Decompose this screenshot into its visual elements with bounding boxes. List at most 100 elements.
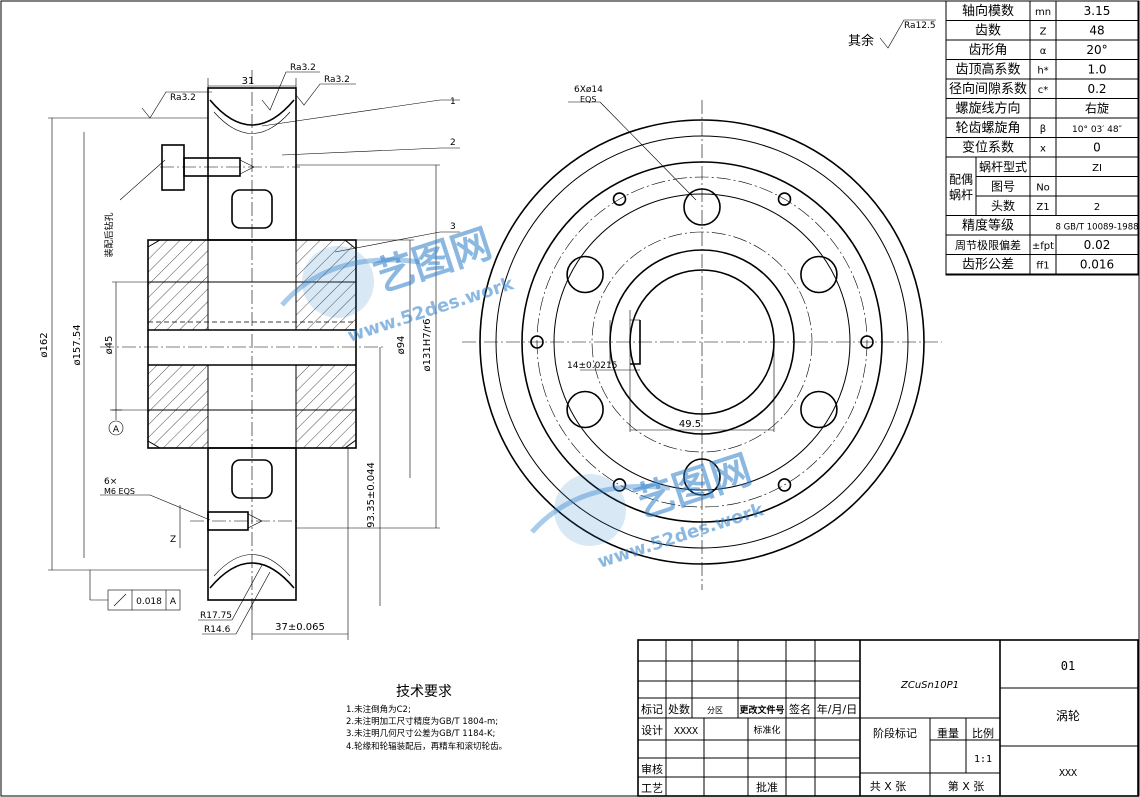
remaining-label: 其余: [848, 33, 874, 49]
param-value: 48: [1089, 24, 1104, 38]
tb-process: 工艺: [641, 782, 663, 795]
tail-symbol: ±fpt: [1032, 241, 1054, 252]
param-label: 齿形角: [968, 43, 1007, 58]
param-value: 10° 03′ 48″: [1072, 125, 1123, 135]
mating-group-label-1: 配偶: [949, 172, 973, 186]
z-mark: Z: [170, 535, 176, 545]
tail-label: 周节极限偏差: [955, 238, 1021, 252]
holes-eqs: EQS: [580, 95, 596, 104]
dim-keyway-14: 14±0.0215: [567, 361, 617, 371]
param-value: 0.2: [1087, 82, 1106, 96]
param-symbol: x: [1040, 144, 1046, 155]
tech-item-2: 2.未注明加工尺寸精度为GB/T 1804-m;: [346, 716, 498, 727]
dim-d-131: ø131H7/r6: [422, 319, 433, 372]
datum-a: A: [113, 425, 120, 435]
tail-label: 精度等级: [962, 218, 1014, 234]
tech-title: 技术要求: [396, 684, 452, 700]
param-symbol: Z: [1040, 27, 1047, 38]
mating-value: ZI: [1092, 163, 1102, 174]
param-label: 螺旋线方向: [955, 101, 1020, 117]
tb-zone: 分区: [707, 706, 723, 715]
side-note: 装配后钻孔: [103, 212, 115, 257]
threaded-hole: [530, 335, 544, 349]
tb-ratio: 比例: [972, 726, 994, 740]
tb-scale: 1:1: [974, 754, 992, 765]
tb-standard: 标准化: [753, 724, 780, 736]
param-symbol: α: [1040, 46, 1047, 57]
dim-d-94: ø94: [396, 336, 407, 355]
lightening-hole: [800, 255, 838, 294]
param-label: 轴向模数: [962, 3, 1014, 19]
mating-value: 2: [1094, 202, 1100, 213]
param-label: 轮齿螺旋角: [955, 121, 1020, 136]
mating-symbol: No: [1036, 183, 1050, 194]
tb-review: 审核: [641, 762, 663, 776]
mating-label: 蜗杆型式: [979, 159, 1027, 174]
dim-od-162: ø162: [39, 332, 50, 357]
tb-weight: 重量: [937, 726, 959, 740]
tb-part-name: 涡轮: [1056, 709, 1080, 723]
tb-company: XXX: [1059, 768, 1077, 779]
tail-label: 齿形公差: [962, 258, 1014, 273]
leader-2: 2: [450, 138, 456, 148]
param-symbol: mn: [1035, 7, 1051, 18]
dim-keyway-495: 49.5: [679, 419, 701, 430]
param-label: 径向间隙系数: [949, 81, 1027, 97]
tb-approve: 批准: [756, 780, 778, 794]
param-symbol: β: [1040, 124, 1046, 135]
tech-item-1: 1.未注倒角为C2;: [346, 704, 411, 715]
tb-mark: 标记: [641, 702, 663, 716]
leader-3: 3: [450, 222, 456, 232]
ra-left: Ra3.2: [170, 93, 196, 103]
tb-count: 处数: [668, 703, 690, 716]
holes-label: 6Xø14: [574, 85, 603, 95]
tolerance-datum: A: [170, 597, 177, 607]
dim-bottom-37: 37±0.065: [275, 622, 325, 633]
tail-value: 0.02: [1084, 238, 1111, 252]
param-value: 1.0: [1087, 63, 1106, 77]
tb-sheet: 第 X 张: [948, 779, 985, 793]
lightening-hole: [566, 255, 604, 294]
dim-r146: R14.6: [204, 625, 231, 635]
param-value: 右旋: [1085, 101, 1109, 116]
lightening-hole: [683, 458, 721, 496]
tb-change-doc: 更改文件号: [739, 704, 784, 716]
tech-item-3: 3.未注明几何尺寸公差为GB/T 1184-K;: [346, 728, 495, 739]
tb-stage: 阶段标记: [873, 726, 917, 740]
tech-requirements: 技术要求 1.未注倒角为C2; 2.未注明加工尺寸精度为GB/T 1804-m;…: [346, 684, 507, 752]
tech-item-4: 4.轮缘和轮辐装配后，再精车和滚切轮齿。: [346, 741, 507, 752]
param-symbol: h*: [1037, 66, 1048, 77]
dim-r1775: R17.75: [200, 611, 232, 621]
section-view: [100, 70, 385, 610]
dim-d-9335: 93.35±0.044: [366, 462, 377, 528]
threaded-holes: [530, 192, 874, 492]
lightening-holes: [566, 188, 838, 496]
ra-top2: Ra3.2: [324, 75, 350, 85]
section-dimensions: 31 ø162 ø157.54 ø45 ø94 ø131H7/r6 93.35±…: [39, 63, 460, 640]
tail-value: 0.016: [1080, 258, 1114, 272]
mating-symbol: Z1: [1036, 202, 1049, 213]
tail-symbol: ff1: [1036, 261, 1049, 272]
title-block: 标记 处数 分区 更改文件号 签名 年/月/日 设计 XXXX 标准化 审核 工…: [637, 639, 1139, 797]
tb-design: 设计: [641, 724, 663, 737]
dim-bore-45: ø45: [104, 336, 115, 355]
mating-group-label-2: 蜗杆: [949, 187, 973, 202]
threaded-hole: [612, 192, 627, 206]
param-value: 0: [1093, 141, 1101, 155]
threaded-hole: [860, 335, 874, 349]
front-view: 49.5 14±0.0215 6Xø14 EQS 其余 Ra12.5: [462, 19, 942, 590]
lightening-hole: [566, 390, 604, 429]
lightening-hole: [800, 390, 838, 429]
threaded-hole: [777, 192, 792, 206]
lightening-hole: [683, 188, 721, 226]
ra-top1: Ra3.2: [290, 63, 316, 73]
threaded-hole: [777, 478, 792, 492]
param-value: 3.15: [1084, 4, 1111, 18]
param-symbol: c*: [1038, 85, 1049, 96]
param-label: 齿数: [975, 24, 1001, 39]
tolerance-value: 0.018: [136, 597, 162, 607]
dim-d-157: ø157.54: [72, 324, 83, 365]
